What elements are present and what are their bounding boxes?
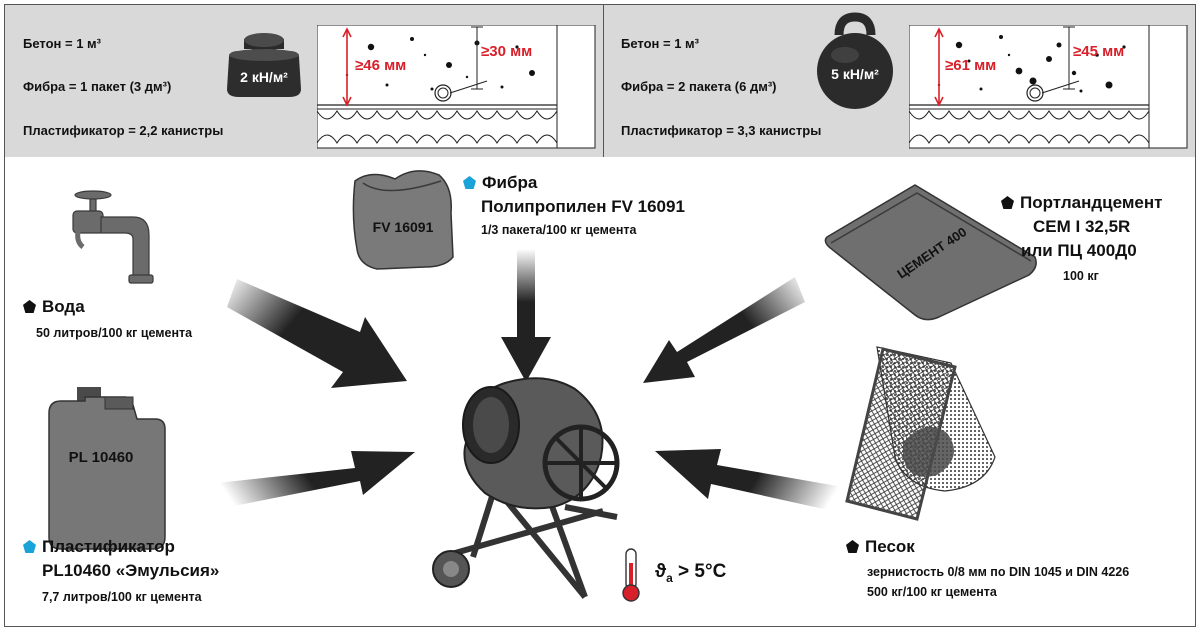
- plasticizer-amount-text: Пластификатор = 2,2 канистры: [23, 123, 224, 138]
- arrow-sand: [655, 449, 843, 512]
- cover-label-right: ≥45 мм: [1073, 43, 1125, 60]
- canister-label: PL 10460: [69, 449, 134, 466]
- plasticizer-title-text: Пластификатор: [42, 537, 175, 556]
- plasticizer-bullet-icon: [23, 540, 36, 553]
- cover-label-left: ≥30 мм: [481, 43, 533, 60]
- fiber-title: Фибра: [463, 173, 537, 193]
- sand-title-text: Песок: [865, 537, 915, 556]
- cement-bag-icon: ЦЕМЕНТ 400: [824, 184, 1037, 321]
- weight-2kn-label: 2 кН/м²: [240, 69, 288, 85]
- sand-title: Песок: [846, 537, 915, 557]
- thickness-label-left: ≥46 мм: [355, 57, 407, 74]
- cement-title-text: Портландцемент: [1020, 193, 1163, 212]
- temperature-condition: ϑa > 5°C: [655, 561, 726, 585]
- thickness-label-right: ≥61 мм: [945, 57, 997, 74]
- sand-amount: 500 кг/100 кг цемента: [867, 585, 997, 599]
- weight-5kn-label: 5 кН/м²: [831, 66, 879, 82]
- panel-light-load: Бетон = 1 м³ Фибра = 1 пакет (3 дм³) Пла…: [4, 4, 604, 158]
- cement-grade-2: или ПЦ 400Д0: [1021, 241, 1137, 260]
- plasticizer-product: PL10460 «Эмульсия»: [42, 561, 220, 580]
- sand-grain: зернистость 0/8 мм по DIN 1045 и DIN 422…: [867, 565, 1130, 579]
- cement-amount: 100 кг: [1063, 269, 1099, 283]
- cement-bullet-icon: [1001, 196, 1014, 209]
- water-bullet-icon: [23, 300, 36, 313]
- arrow-plasticizer: [217, 451, 415, 509]
- arrow-fiber: [501, 249, 551, 382]
- weight-2kn-icon: 2 кН/м²: [227, 33, 301, 97]
- temperature-subscript: a: [666, 570, 673, 585]
- cement-title: Портландцемент: [1001, 193, 1162, 213]
- cement-grade-1: CEM I 32,5R: [1033, 217, 1131, 236]
- thermometer-icon: [622, 548, 640, 602]
- water-title: Вода: [23, 297, 85, 317]
- fiber-amount-text: Фибра = 1 пакет (3 дм³): [23, 79, 172, 94]
- slab-section-right: [909, 25, 1188, 149]
- temperature-value: > 5°C: [678, 561, 727, 582]
- plasticizer-title: Пластификатор: [23, 537, 175, 557]
- fiber-bag-icon: FV 16091: [352, 170, 454, 270]
- temperature-symbol: ϑ: [655, 561, 667, 582]
- tap-icon: [72, 190, 154, 284]
- panel-heavy-load: Бетон = 1 м³ Фибра = 2 пакета (6 дм³) Пл…: [603, 4, 1196, 158]
- fiber-bullet-icon: [463, 176, 476, 189]
- concrete-mixer-icon: [432, 377, 620, 599]
- fiber-product: Полипропилен FV 16091: [481, 197, 685, 216]
- canister-icon: PL 10460: [48, 387, 166, 550]
- kettlebell-5kn-icon: 5 кН/м²: [817, 12, 893, 109]
- arrow-water: [227, 279, 407, 388]
- fiber-amount: 1/3 пакета/100 кг цемента: [481, 223, 637, 237]
- sand-bullet-icon: [846, 540, 859, 553]
- fiber-amount-text: Фибра = 2 пакета (6 дм³): [621, 79, 777, 94]
- concrete-volume-text: Бетон = 1 м³: [621, 36, 699, 51]
- plasticizer-amount-text: Пластификатор = 3,3 канистры: [621, 123, 822, 138]
- fiber-title-text: Фибра: [482, 173, 538, 192]
- ingredients-area: FV 16091 ЦЕМЕНТ 400 PL 10460: [4, 157, 1196, 627]
- slab-section-left: [317, 25, 596, 149]
- sieve-icon: [845, 346, 996, 521]
- fiber-bag-label: FV 16091: [373, 219, 434, 235]
- concrete-volume-text: Бетон = 1 м³: [23, 36, 101, 51]
- water-amount: 50 литров/100 кг цемента: [36, 326, 193, 340]
- water-title-text: Вода: [42, 297, 85, 316]
- arrow-cement: [643, 277, 805, 383]
- plasticizer-amount: 7,7 литров/100 кг цемента: [42, 590, 202, 604]
- illustrations-layer: FV 16091 ЦЕМЕНТ 400 PL 10460: [48, 170, 1037, 602]
